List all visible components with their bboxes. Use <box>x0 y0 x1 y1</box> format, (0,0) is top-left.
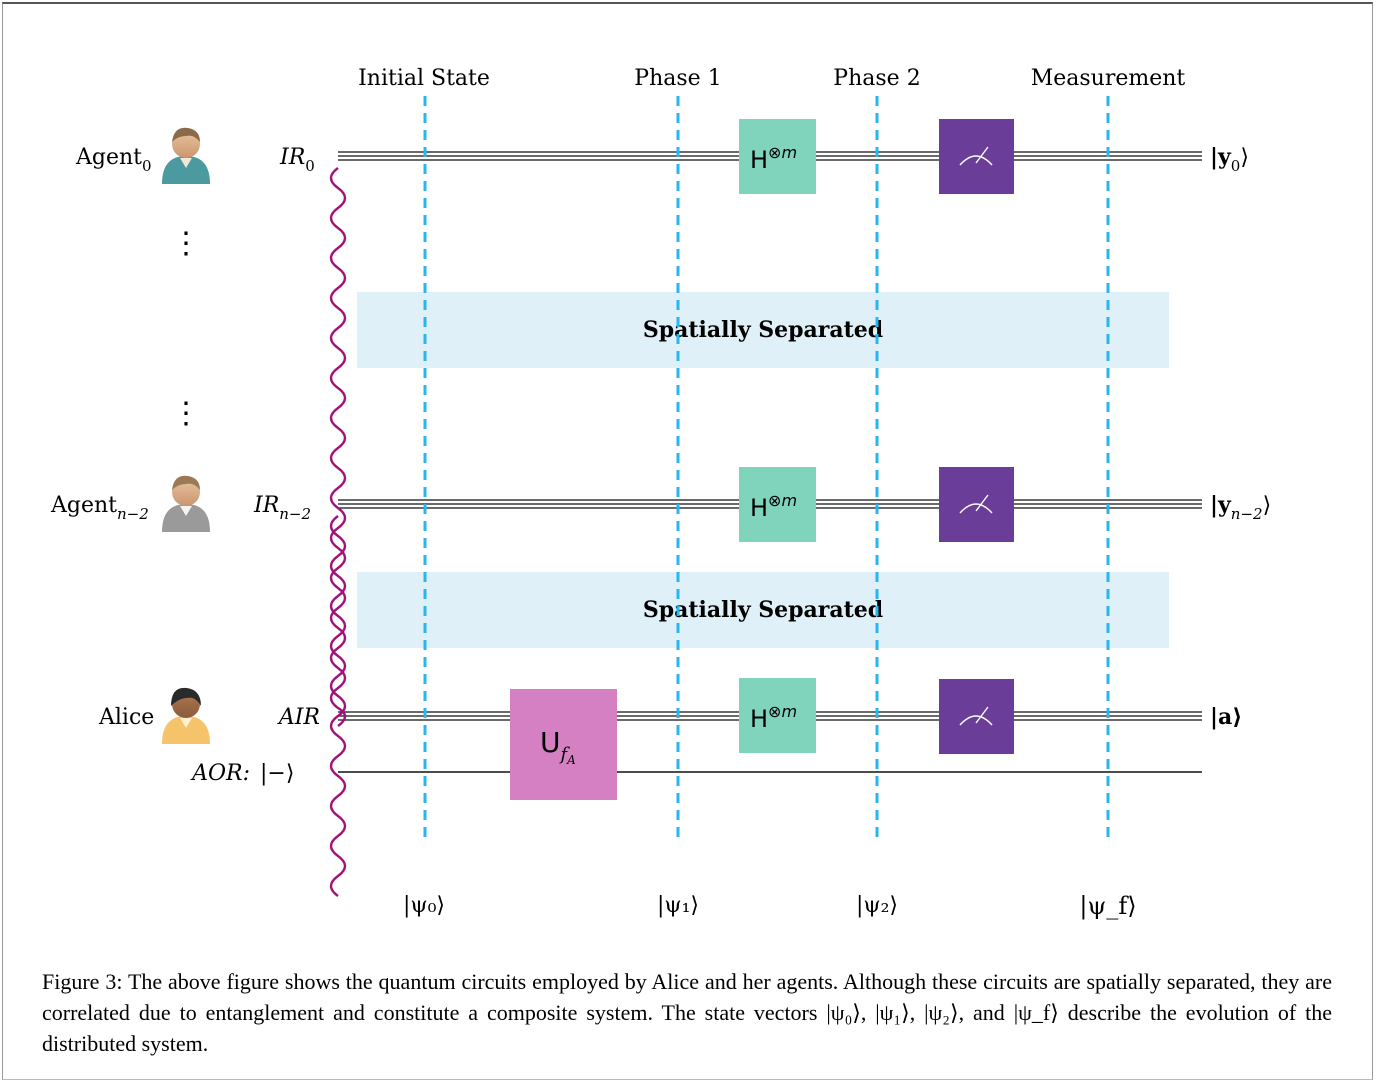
measurement-gate <box>939 467 1014 542</box>
ellipsis: ⋮ <box>171 396 201 431</box>
figure-caption: Figure 3: The above figure shows the qua… <box>42 969 1332 1056</box>
register-ir0-label: IR0 <box>279 145 315 175</box>
output-y0: |y0⟩ <box>1210 144 1249 175</box>
svg-text:H⊗m: H⊗m <box>750 491 797 522</box>
register-ir-n2-label: IRn−2 <box>253 493 311 523</box>
register-air-label: AIR <box>277 705 320 730</box>
agent-n2-label: Agentn−2 <box>50 493 149 523</box>
alice-label: Alice <box>98 705 154 730</box>
register-aor-state: |−⟩ <box>260 761 294 786</box>
entanglement-wave <box>329 515 347 897</box>
hadamard-gate: H⊗m <box>739 678 816 753</box>
meter-icon <box>959 146 993 166</box>
svg-text:H⊗m: H⊗m <box>750 702 797 733</box>
ellipsis: ⋮ <box>171 226 201 261</box>
hadamard-gate: H⊗m <box>739 119 816 194</box>
separation-band <box>357 572 1169 648</box>
phase-label-1: Phase 1 <box>634 66 721 91</box>
measurement-gate <box>939 679 1014 754</box>
state-psi2: |ψ₂⟩ <box>856 893 898 918</box>
phase-label-initial: Initial State <box>358 66 490 91</box>
hadamard-gate: H⊗m <box>739 467 816 542</box>
meter-icon <box>959 494 993 514</box>
output-a: |a⟩ <box>1210 704 1242 730</box>
phase-label-measurement: Measurement <box>1031 66 1186 91</box>
meter-icon <box>959 706 993 726</box>
person-icon <box>162 127 210 184</box>
agent0-label: Agent0 <box>75 145 152 175</box>
separation-label: Spatially Separated <box>643 597 883 623</box>
separation-band <box>357 292 1169 368</box>
output-y-n2: |yn−2⟩ <box>1210 492 1271 523</box>
measurement-gate <box>939 119 1014 194</box>
state-psif: |ψ_f⟩ <box>1079 892 1136 921</box>
state-psi0: |ψ₀⟩ <box>403 893 445 918</box>
entanglement-wave <box>329 167 347 727</box>
person-icon <box>162 475 210 532</box>
state-psi1: |ψ₁⟩ <box>657 893 699 918</box>
register-aor-label: AOR: <box>190 761 250 786</box>
phase-label-2: Phase 2 <box>833 66 920 91</box>
svg-text:H⊗m: H⊗m <box>750 143 797 174</box>
oracle-gate: UfA <box>510 689 617 800</box>
separation-label: Spatially Separated <box>643 317 883 343</box>
person-icon <box>162 687 210 744</box>
